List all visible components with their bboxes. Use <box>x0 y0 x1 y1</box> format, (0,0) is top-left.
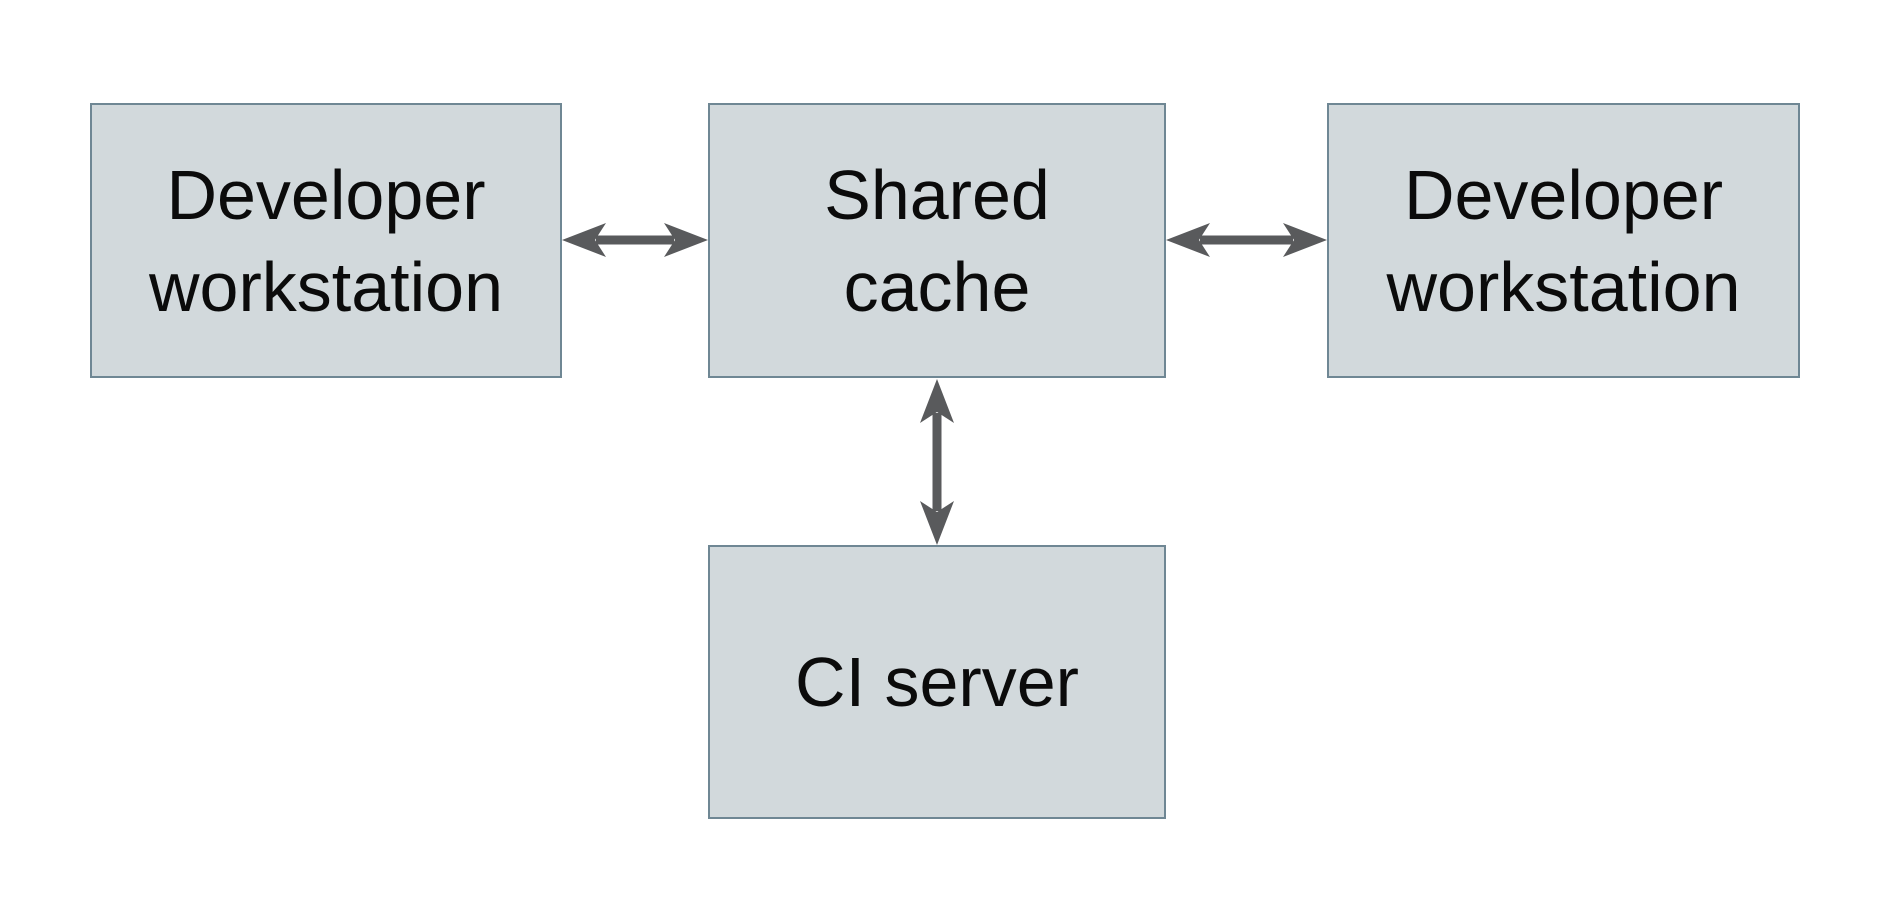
node-label-line: Developer <box>166 155 486 234</box>
node-developer-workstation-right: Developer workstation <box>1327 103 1800 378</box>
node-label-line: Developer <box>1403 155 1724 234</box>
node-label-line: workstation <box>148 247 504 326</box>
node-label-line: CI server <box>795 643 1079 721</box>
double-headed-arrow-vertical-icon <box>920 379 954 545</box>
node-label-line: Shared <box>824 155 1050 234</box>
node-developer-workstation-left: Developer workstation <box>90 103 562 378</box>
double-headed-arrow-horizontal-left-icon <box>562 223 708 257</box>
node-shared-cache: Shared cache <box>708 103 1166 378</box>
node-ci-server: CI server <box>708 545 1166 819</box>
node-label-line: cache <box>843 247 1031 326</box>
node-label-line: workstation <box>1386 247 1741 326</box>
double-headed-arrow-horizontal-right-icon <box>1166 223 1327 257</box>
